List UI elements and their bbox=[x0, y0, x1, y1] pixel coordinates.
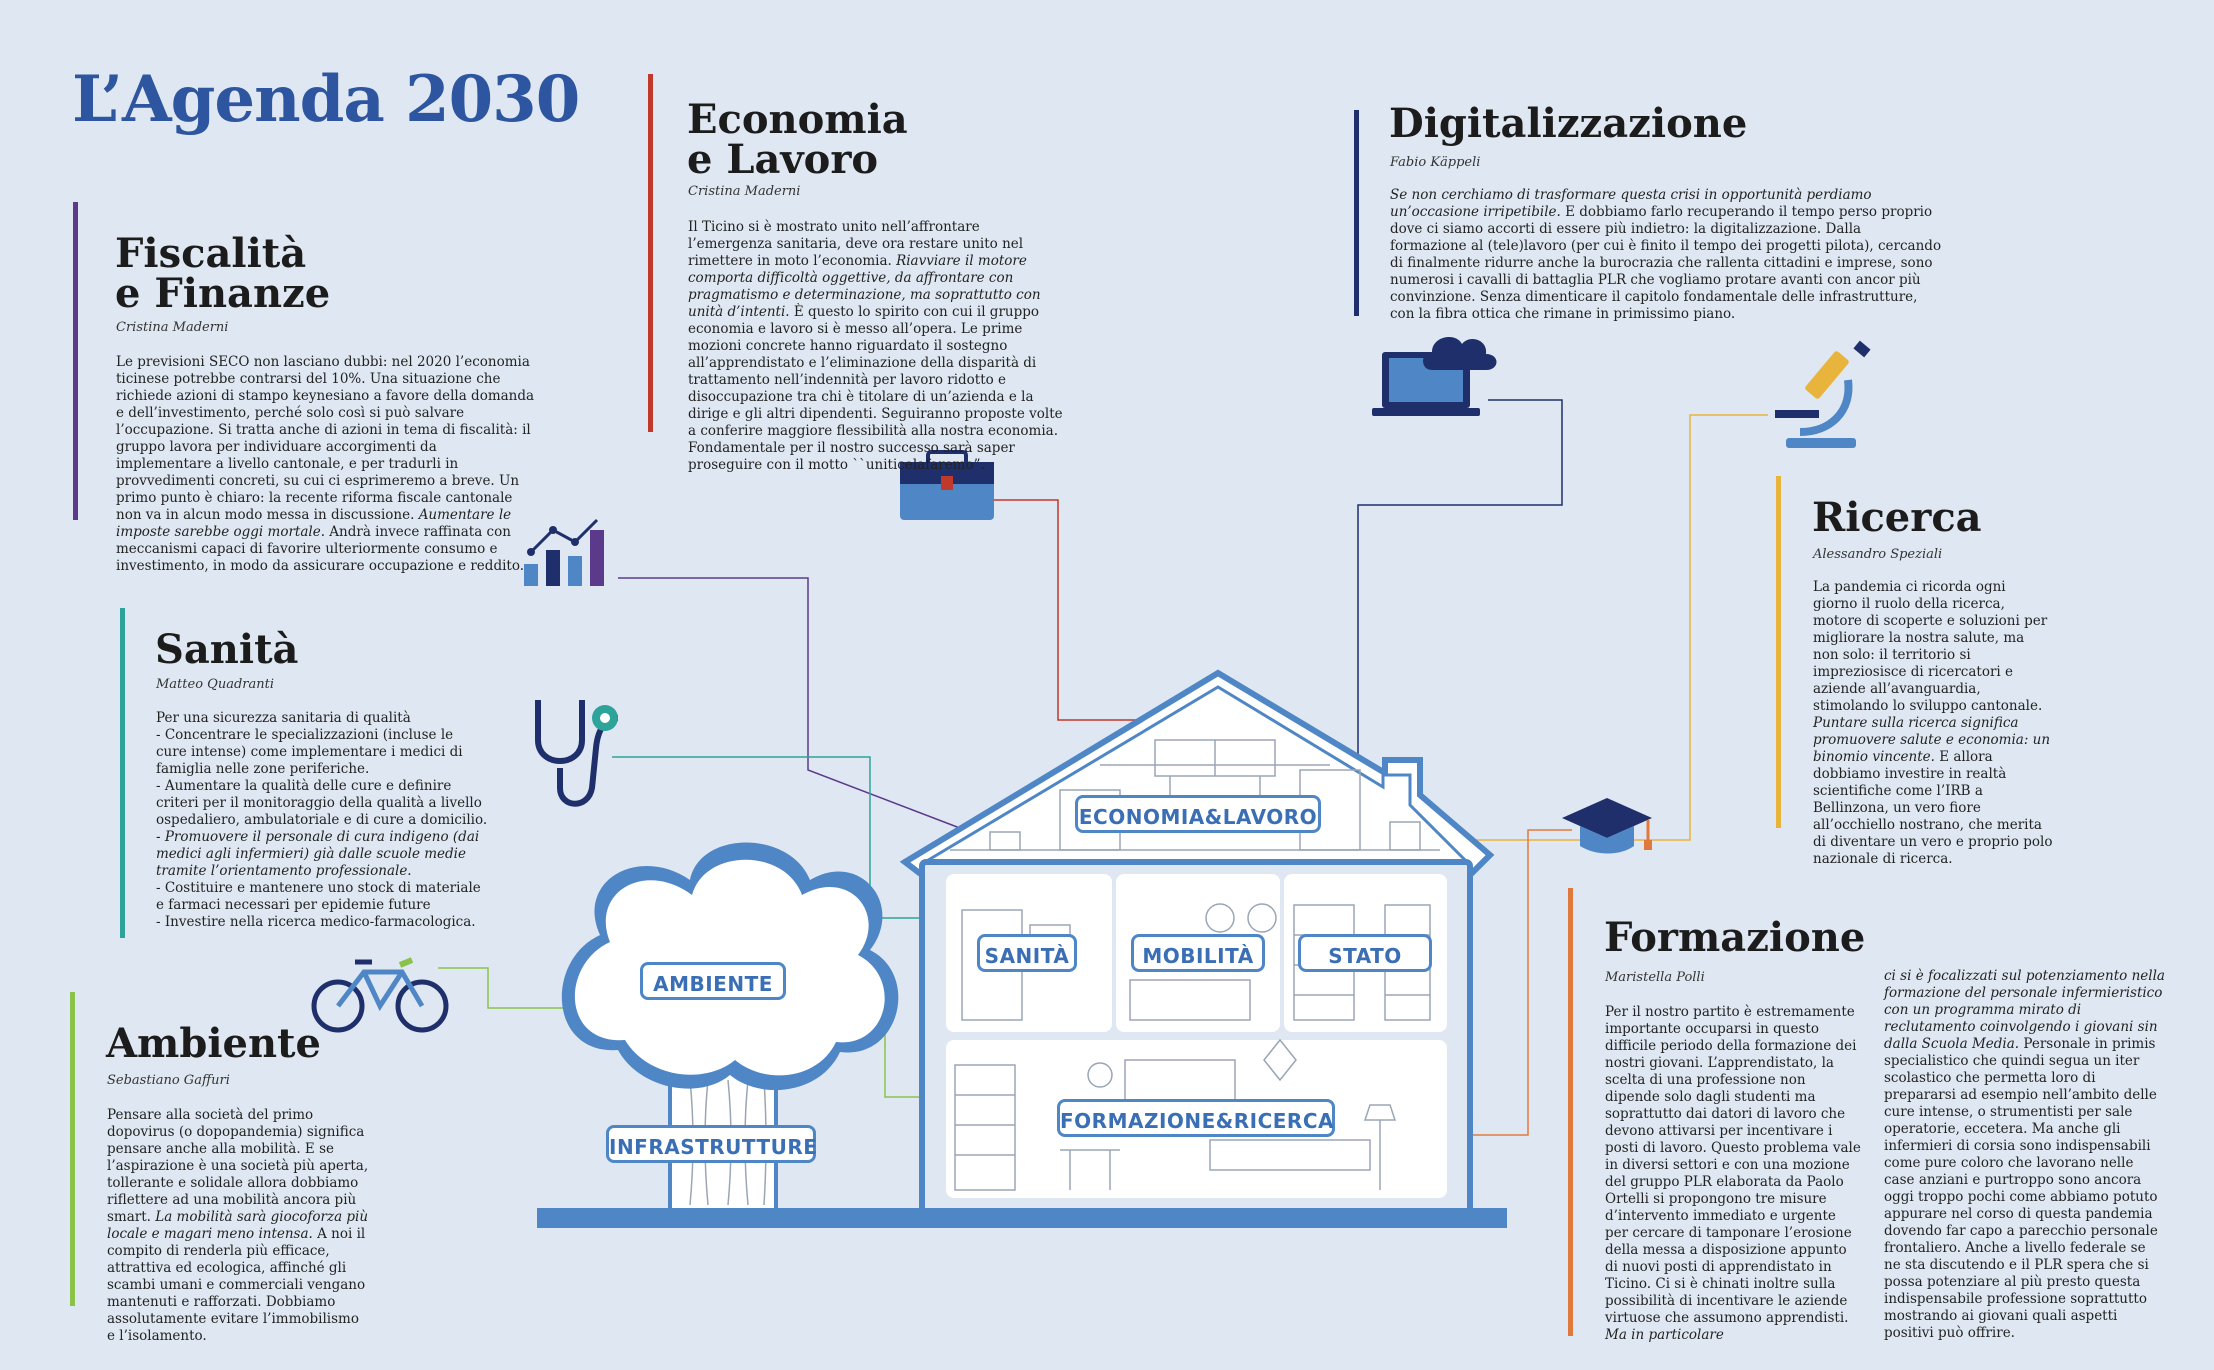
author-digital: Fabio Käppeli bbox=[1390, 155, 1481, 170]
section-title-digital: Digitalizzazione bbox=[1389, 100, 1748, 147]
label-mobilita[interactable]: MOBILITÀ bbox=[1131, 934, 1265, 972]
label-economia-lavoro[interactable]: ECONOMIA&LAVORO bbox=[1075, 795, 1321, 833]
connector-economia bbox=[990, 499, 1150, 721]
microscope-icon bbox=[1775, 340, 1871, 448]
chart-icon bbox=[524, 518, 604, 586]
section-title-ambiente: Ambiente bbox=[106, 1020, 321, 1067]
label-stato[interactable]: STATO bbox=[1298, 934, 1432, 972]
stethoscope-icon bbox=[535, 700, 619, 807]
body-economia: Il Ticino si è mostrato unito nell’affro… bbox=[688, 219, 1063, 473]
accent-bar-sanita bbox=[120, 608, 125, 938]
label-infrastrutture[interactable]: INFRASTRUTTURE bbox=[606, 1125, 817, 1163]
connector-formazione bbox=[1450, 829, 1572, 1136]
author-fiscalita: Cristina Maderni bbox=[116, 320, 229, 335]
graduation-cap-icon bbox=[1562, 798, 1652, 854]
laptop-cloud-icon bbox=[1372, 337, 1497, 416]
connector-digital bbox=[1357, 399, 1563, 760]
body-formazione-col1: Per il nostro partito è estremamente imp… bbox=[1605, 1004, 1861, 1343]
connector-ambiente bbox=[438, 967, 620, 1009]
body-formazione-col2: ci si è focalizzati sul potenziamento ne… bbox=[1884, 968, 2165, 1341]
author-sanita: Matteo Quadranti bbox=[156, 677, 274, 692]
body-ambiente: Pensare alla società del primo dopovirus… bbox=[107, 1107, 369, 1344]
accent-bar-economia bbox=[648, 74, 653, 432]
body-ricerca: La pandemia ci ricorda ogni giorno il ru… bbox=[1813, 579, 2053, 867]
accent-bar-digital bbox=[1354, 110, 1359, 316]
bicycle-icon bbox=[311, 957, 449, 1033]
section-title-formazione: Formazione bbox=[1604, 914, 1866, 961]
author-economia: Cristina Maderni bbox=[688, 184, 801, 199]
author-formazione: Maristella Polli bbox=[1605, 970, 1705, 985]
body-digital: Se non cerchiamo di trasformare questa c… bbox=[1390, 187, 1942, 322]
accent-bar-ricerca bbox=[1776, 476, 1781, 828]
accent-bar-fiscalita bbox=[73, 202, 78, 520]
accent-bar-formazione bbox=[1568, 888, 1573, 1336]
label-ambiente[interactable]: AMBIENTE bbox=[640, 962, 786, 1000]
body-sanita: Per una sicurezza sanitaria di qualità -… bbox=[156, 710, 488, 930]
label-formazione-ricerca[interactable]: FORMAZIONE&RICERCA bbox=[1057, 1099, 1335, 1137]
section-title-ricerca: Ricerca bbox=[1812, 494, 1982, 541]
section-title-sanita: Sanità bbox=[155, 626, 299, 673]
connector-fiscalita bbox=[618, 577, 966, 831]
body-fiscalita: Le previsioni SECO non lasciano dubbi: n… bbox=[116, 354, 535, 574]
author-ricerca: Alessandro Speziali bbox=[1813, 547, 1943, 562]
briefcase-icon bbox=[900, 450, 994, 520]
page-title: L’Agenda 2030 bbox=[72, 62, 580, 137]
accent-bar-ambiente bbox=[70, 992, 75, 1306]
label-sanita[interactable]: SANITÀ bbox=[977, 934, 1077, 972]
author-ambiente: Sebastiano Gaffuri bbox=[107, 1073, 230, 1088]
